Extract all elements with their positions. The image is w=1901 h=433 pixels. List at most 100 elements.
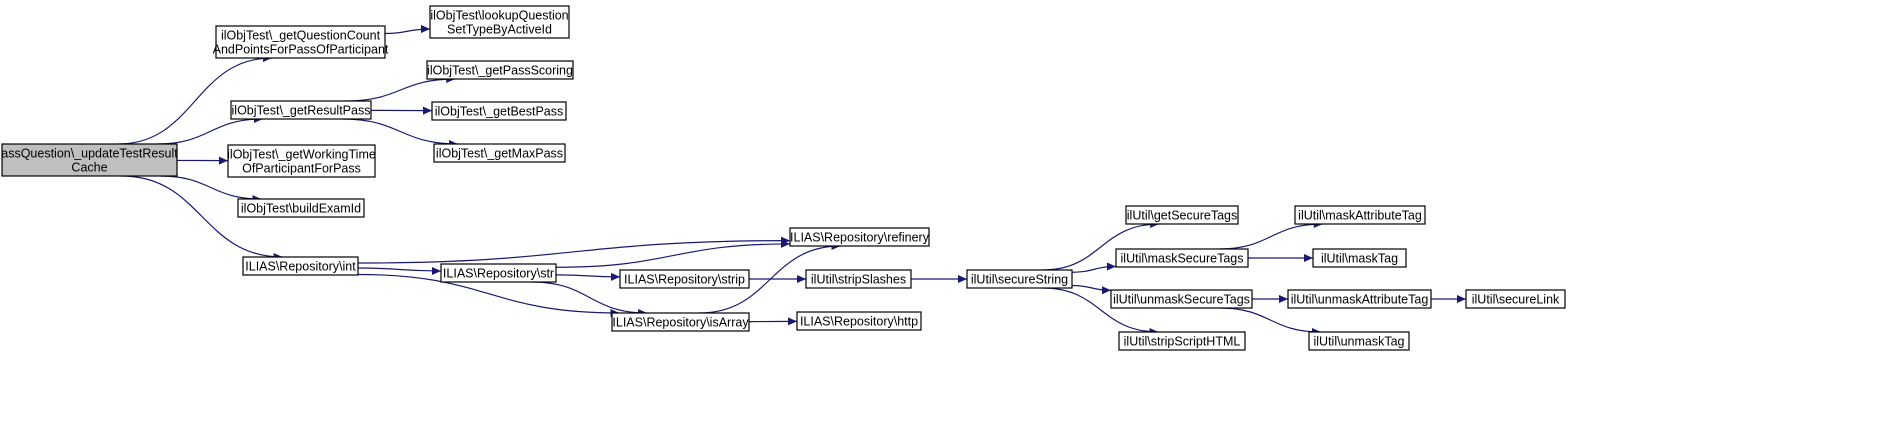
edge-maskSecureTags-to-maskAttributeTag bbox=[1219, 220, 1323, 250]
node-label: ilUtil\stripScriptHTML bbox=[1124, 335, 1241, 349]
node-getBestPass[interactable]: ilObjTest\_getBestPass bbox=[431, 101, 567, 121]
node-box bbox=[215, 25, 386, 59]
node-label: ILIAS\Repository\int bbox=[245, 260, 356, 274]
node-box bbox=[429, 5, 570, 39]
node-box bbox=[1110, 289, 1253, 309]
node-repoIsArray[interactable]: ILIAS\Repository\isArray bbox=[611, 312, 750, 332]
edge-repoStr-to-repoRefinery bbox=[555, 239, 791, 268]
node-label: ILIAS\Repository\refinery bbox=[790, 231, 930, 245]
node-box bbox=[966, 269, 1073, 289]
node-buildExamId[interactable]: ilObjTest\buildExamId bbox=[237, 198, 365, 218]
node-repoStrip[interactable]: ILIAS\Repository\strip bbox=[619, 269, 750, 289]
edge-repoInt-to-repoIsArray bbox=[357, 273, 620, 317]
node-label: ilUtil\unmaskTag bbox=[1313, 335, 1404, 349]
node-box bbox=[440, 263, 557, 283]
node-label: ilUtil\secureString bbox=[971, 273, 1068, 287]
edge-getResultPass-to-getMaxPass bbox=[342, 118, 458, 148]
node-label: ilUtil\maskTag bbox=[1321, 252, 1398, 266]
node-box bbox=[230, 100, 372, 120]
node-lookupQuestionSetType[interactable]: ilObjTest\lookupQuestionSetTypeByActiveI… bbox=[429, 5, 570, 39]
edge-repoIsArray-to-repoRefinery bbox=[699, 242, 841, 314]
node-label: ilObjTest\_getPassScoring bbox=[427, 64, 573, 78]
node-box bbox=[426, 60, 574, 80]
node-unmaskAttributeTag[interactable]: ilUtil\unmaskAttributeTag bbox=[1287, 289, 1432, 309]
node-getMaxPass[interactable]: ilObjTest\_getMaxPass bbox=[433, 143, 566, 163]
node-stripScriptHTML[interactable]: ilUtil\stripScriptHTML bbox=[1118, 331, 1246, 351]
edge-root-to-buildExamId bbox=[159, 175, 262, 203]
node-label: ilUtil\secureLink bbox=[1472, 293, 1560, 307]
node-label: ilUtil\maskSecureTags bbox=[1121, 252, 1244, 266]
node-maskSecureTags[interactable]: ilUtil\maskSecureTags bbox=[1115, 248, 1249, 268]
node-label: ilUtil\stripSlashes bbox=[811, 273, 906, 287]
node-label: ilUtil\getSecureTags bbox=[1127, 209, 1237, 223]
node-repoRefinery[interactable]: ILIAS\Repository\refinery bbox=[789, 227, 930, 247]
edge-secureString-to-maskSecureTags bbox=[1071, 262, 1117, 273]
edge-unmaskSecureTags-to-unmaskTag bbox=[1219, 307, 1321, 336]
node-secureLink[interactable]: ilUtil\secureLink bbox=[1465, 289, 1566, 309]
node-label: SetTypeByActiveId bbox=[447, 23, 552, 37]
node-label: Cache bbox=[71, 161, 107, 175]
node-label: AndPointsForPassOfParticipant bbox=[213, 43, 389, 57]
edge-repoStr-to-repoIsArray bbox=[531, 281, 648, 317]
node-label: ilUtil\unmaskSecureTags bbox=[1113, 293, 1250, 307]
edge-root-to-getQuestionCount bbox=[118, 54, 272, 145]
node-label: ILIAS\Repository\str bbox=[443, 267, 554, 281]
edge-root-to-getResultPass bbox=[157, 115, 263, 145]
edge-getResultPass-to-getPassScoring bbox=[345, 75, 456, 102]
node-label: ilObjTest\lookupQuestion bbox=[430, 9, 568, 23]
node-repoHttp[interactable]: ILIAS\Repository\http bbox=[796, 311, 922, 331]
node-label: ILIAS\Repository\isArray bbox=[612, 316, 749, 330]
node-label: ilUtil\maskAttributeTag bbox=[1298, 209, 1422, 223]
node-box bbox=[1294, 205, 1426, 225]
edge-secureString-to-stripScriptHTML bbox=[1043, 287, 1159, 336]
edge-getQuestionCount-to-lookupQuestionSetType bbox=[384, 24, 431, 35]
node-stripSlashes[interactable]: ilUtil\stripSlashes bbox=[805, 269, 912, 289]
edge-repoInt-to-repoRefinery bbox=[357, 236, 791, 264]
node-label: ILIAS\Repository\http bbox=[800, 315, 918, 329]
node-maskAttributeTag[interactable]: ilUtil\maskAttributeTag bbox=[1294, 205, 1426, 225]
node-getSecureTags[interactable]: ilUtil\getSecureTags bbox=[1125, 205, 1239, 225]
node-label: ilObjTest\_getResultPass bbox=[232, 104, 371, 118]
node-box bbox=[237, 198, 365, 218]
node-label: OfParticipantForPass bbox=[242, 162, 361, 176]
node-getQuestionCount[interactable]: ilObjTest\_getQuestionCountAndPointsForP… bbox=[213, 25, 389, 59]
edges-layer bbox=[118, 24, 1466, 336]
node-box bbox=[1312, 248, 1407, 268]
node-maskTag[interactable]: ilUtil\maskTag bbox=[1312, 248, 1407, 268]
node-label: ILIAS\Repository\strip bbox=[624, 273, 745, 287]
edge-secureString-to-unmaskSecureTags bbox=[1071, 284, 1112, 295]
node-label: assQuestion\_updateTestResult bbox=[1, 147, 178, 161]
node-box bbox=[789, 227, 930, 247]
node-box bbox=[805, 269, 912, 289]
node-box bbox=[1118, 331, 1246, 351]
edge-secureString-to-getSecureTags bbox=[1042, 220, 1160, 271]
node-getWorkingTime[interactable]: ilObjTest\_getWorkingTimeOfParticipantFo… bbox=[227, 144, 376, 178]
node-repoInt[interactable]: ILIAS\Repository\int bbox=[242, 256, 359, 276]
node-box bbox=[1125, 205, 1239, 225]
node-label: ilObjTest\_getWorkingTime bbox=[227, 148, 376, 162]
node-secureString[interactable]: ilUtil\secureString bbox=[966, 269, 1073, 289]
node-box bbox=[1115, 248, 1249, 268]
node-label: ilObjTest\_getMaxPass bbox=[436, 147, 563, 161]
node-getResultPass[interactable]: ilObjTest\_getResultPass bbox=[230, 100, 372, 120]
node-getPassScoring[interactable]: ilObjTest\_getPassScoring bbox=[426, 60, 574, 80]
node-repoStr[interactable]: ILIAS\Repository\str bbox=[440, 263, 557, 283]
node-box bbox=[431, 101, 567, 121]
node-unmaskSecureTags[interactable]: ilUtil\unmaskSecureTags bbox=[1110, 289, 1253, 309]
node-label: ilUtil\unmaskAttributeTag bbox=[1291, 293, 1429, 307]
node-label: ilObjTest\buildExamId bbox=[241, 202, 361, 216]
edge-repoInt-to-repoStr bbox=[357, 266, 442, 275]
node-box bbox=[1287, 289, 1432, 309]
node-box bbox=[227, 144, 376, 178]
node-box bbox=[242, 256, 359, 276]
edge-repoStr-to-repoStrip bbox=[555, 272, 621, 281]
node-label: ilObjTest\_getBestPass bbox=[435, 105, 564, 119]
node-box bbox=[1308, 331, 1410, 351]
node-unmaskTag[interactable]: ilUtil\unmaskTag bbox=[1308, 331, 1410, 351]
node-box bbox=[433, 143, 566, 163]
node-box bbox=[611, 312, 750, 332]
